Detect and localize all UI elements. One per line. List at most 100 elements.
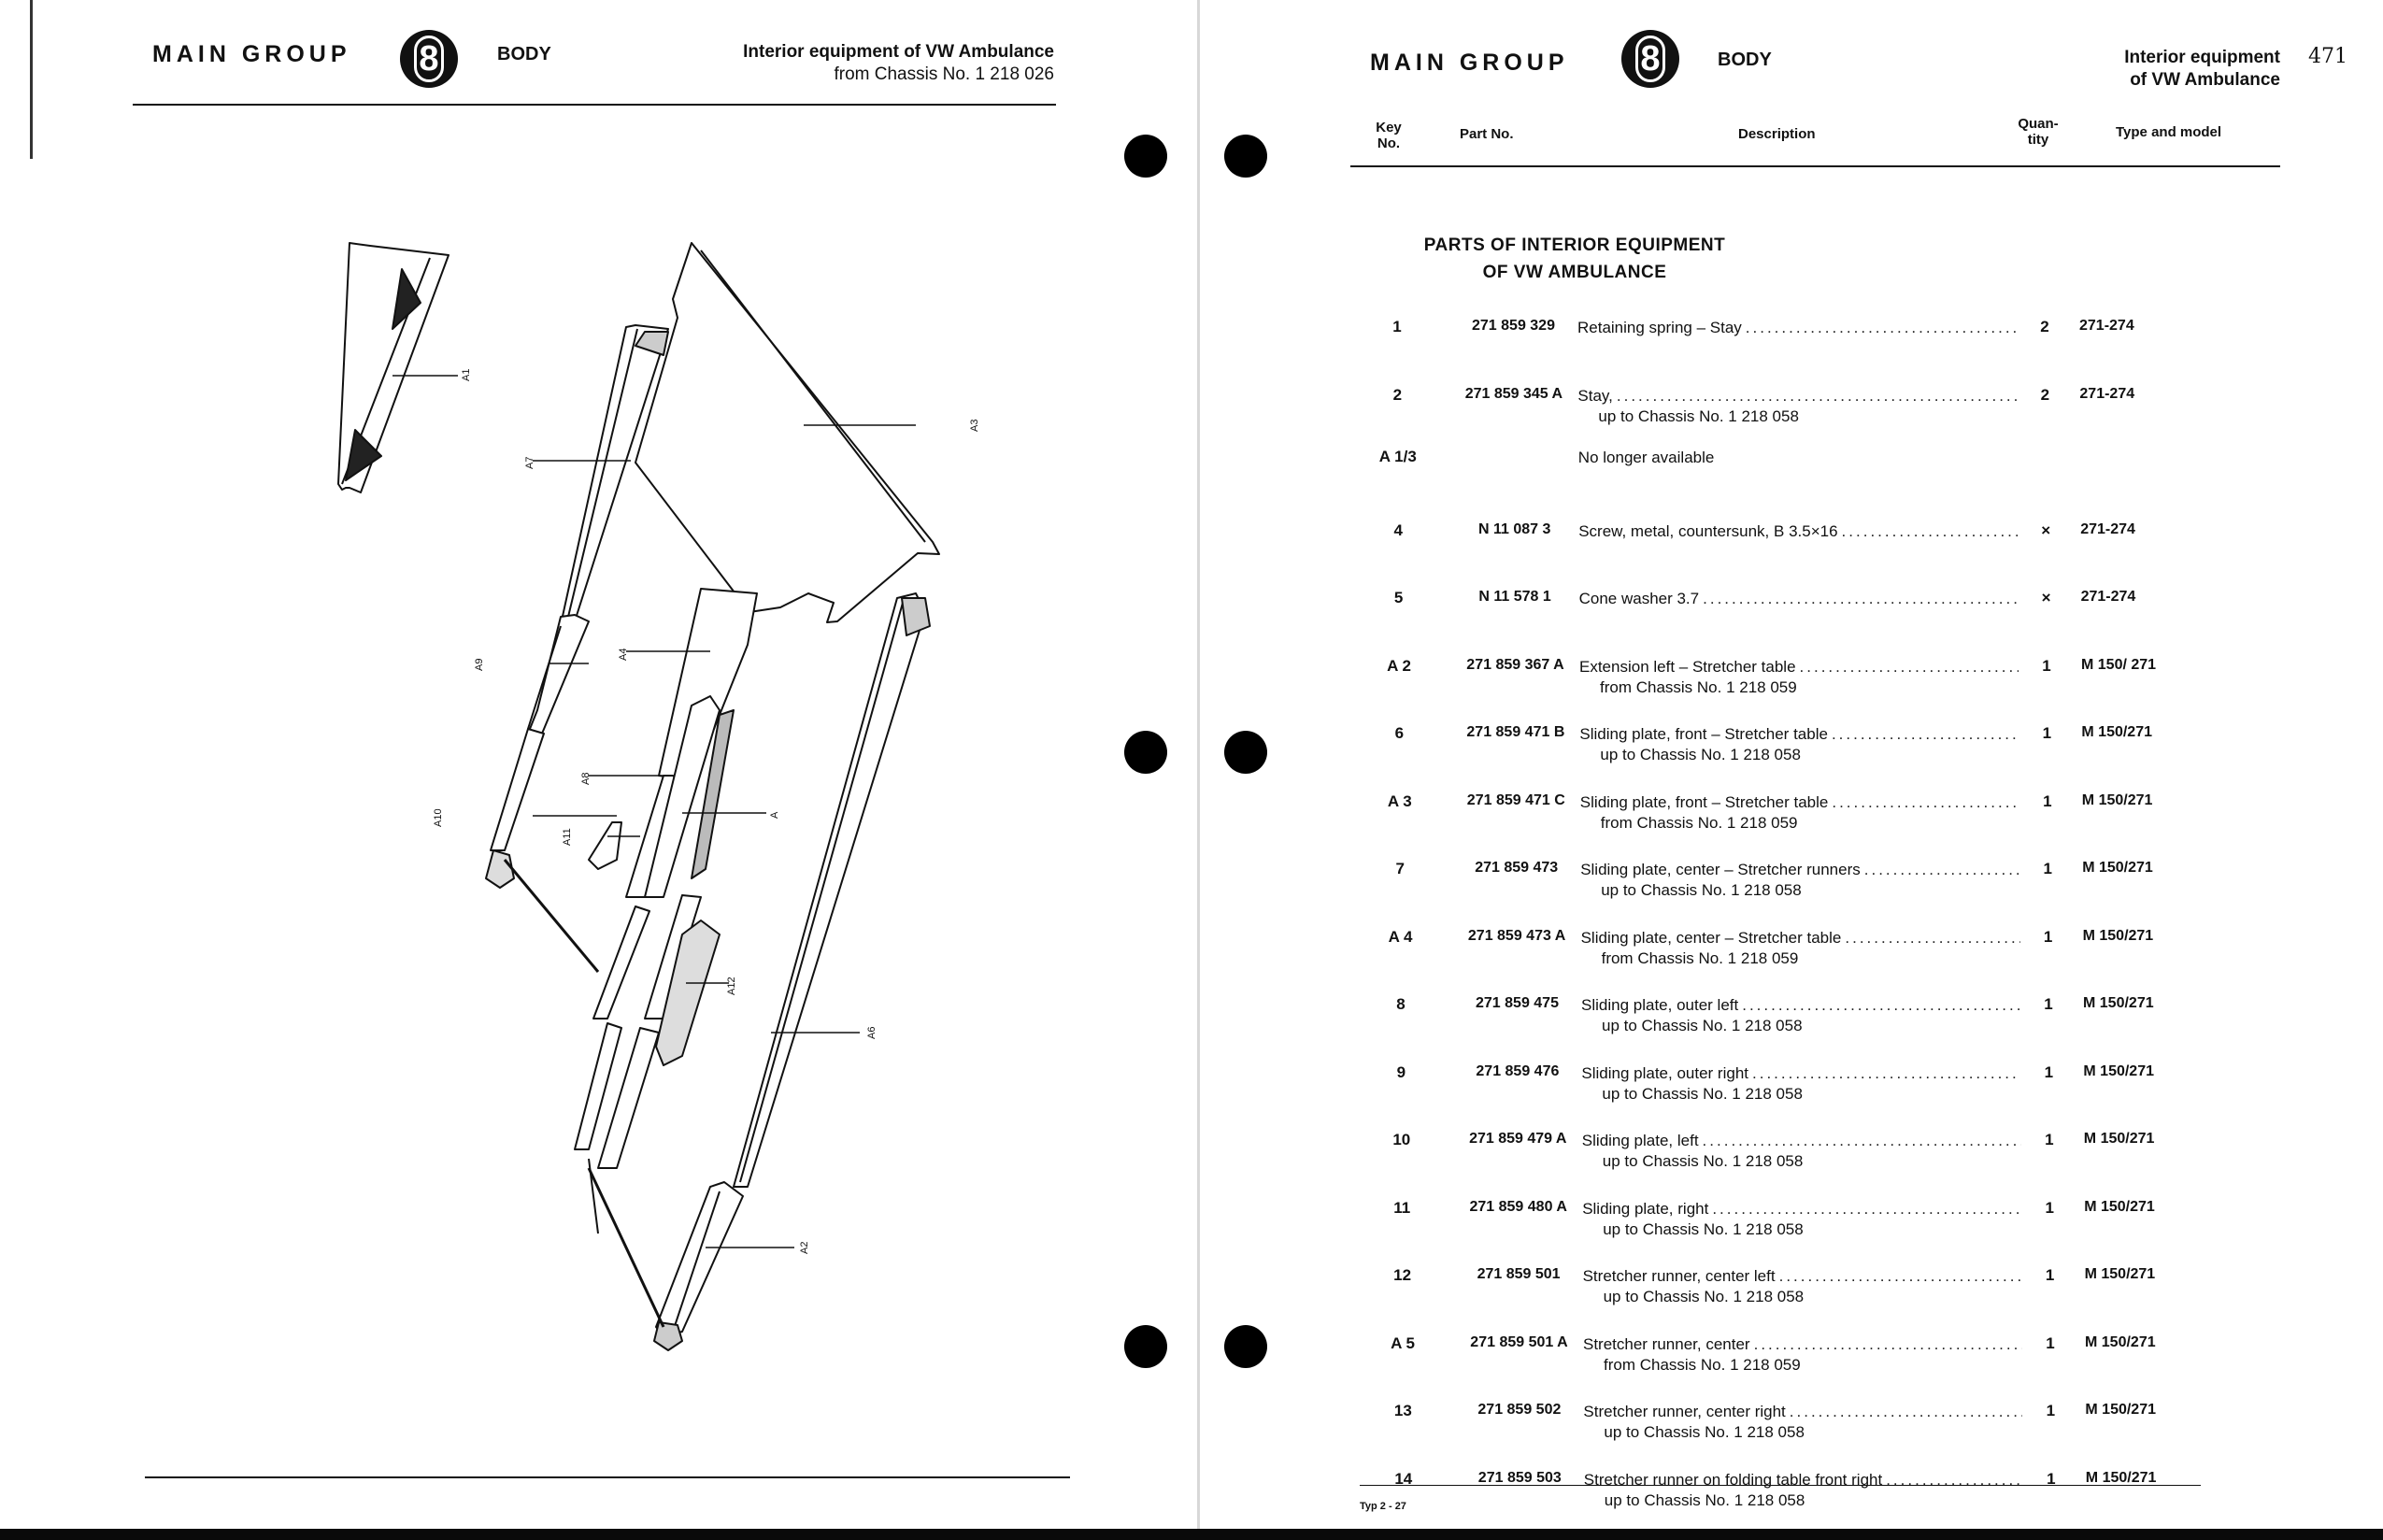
description: Stretcher runner on folding table front …	[1584, 1470, 2023, 1511]
dot-leader: ........................................…	[1832, 793, 2019, 811]
dot-leader: ........................................…	[1845, 929, 2019, 947]
description-text: Stretcher runner, center	[1583, 1335, 1750, 1353]
quantity: 1	[2047, 1470, 2056, 1488]
description-subtext: up to Chassis No. 1 218 058	[1604, 1491, 1805, 1509]
dot-leader: ........................................…	[1616, 387, 2018, 405]
diagram-label: A6	[866, 1027, 878, 1039]
diagram-label: A8	[580, 773, 592, 785]
table-row: A 1/3 No longer available	[1361, 448, 2202, 494]
diagram-label: A2	[799, 1242, 810, 1254]
right-footer-rule	[1360, 1485, 2201, 1486]
part-number: 271 859 471 C	[1466, 792, 1565, 808]
description: Sliding plate, center – Stretcher table.…	[1581, 928, 2020, 969]
description-text: Sliding plate, front – Stretcher table	[1579, 725, 1828, 743]
footer-mark: Typ 2 - 27	[1360, 1501, 1406, 1512]
description: Stay,...................................…	[1577, 386, 2017, 427]
table-header-rule	[1350, 165, 2280, 167]
description-subtext: from Chassis No. 1 218 059	[1601, 949, 1799, 967]
type-model: M 150/271	[2082, 860, 2153, 876]
quantity: ×	[2041, 589, 2051, 606]
dot-leader: ........................................…	[1753, 1335, 2022, 1353]
description: Extension left – Stretcher table........…	[1579, 657, 2019, 698]
left-footer-rule	[145, 1476, 1070, 1478]
right-page	[1201, 0, 2383, 1523]
col-head-part: Part No.	[1460, 126, 1514, 142]
part-number: 271 859 471 B	[1466, 724, 1565, 740]
diagram-label: A10	[433, 808, 444, 827]
description-subtext: up to Chassis No. 1 218 058	[1602, 1017, 1803, 1034]
dot-leader: ........................................…	[1831, 725, 2019, 743]
type-model: 271-274	[2079, 318, 2134, 334]
col-head-type: Type and model	[2116, 124, 2222, 140]
punch-hole	[1124, 135, 1167, 178]
page-spine	[1197, 0, 1200, 1529]
punch-hole	[1224, 731, 1267, 774]
type-model: M 150/271	[2081, 724, 2152, 740]
description-text: Sliding plate, left	[1581, 1132, 1699, 1149]
quantity: 1	[2046, 1402, 2056, 1419]
description-text: Stretcher runner, center right	[1583, 1403, 1786, 1420]
type-model: M 150/271	[2085, 1402, 2156, 1418]
diagram-label: A12	[726, 977, 737, 995]
quantity: ×	[2041, 521, 2051, 539]
quantity: 1	[2044, 995, 2053, 1013]
quantity: 1	[2044, 1063, 2054, 1081]
type-model: M 150/ 271	[2081, 657, 2157, 673]
description: Stretcher runner, center................…	[1583, 1334, 2022, 1376]
quantity: 2	[2040, 386, 2050, 404]
description: Screw, metal, countersunk, B 3.5×16.....…	[1578, 521, 2018, 542]
dot-leader: ........................................…	[1745, 319, 2017, 336]
right-group-badge: 8	[1621, 30, 1679, 88]
key-number: A 4	[1388, 928, 1413, 946]
description-subtext: from Chassis No. 1 218 059	[1604, 1356, 1801, 1374]
quantity: 2	[2040, 318, 2049, 335]
part-number: 271 859 479 A	[1469, 1131, 1567, 1147]
left-header-rule	[133, 104, 1056, 106]
key-number: 4	[1393, 521, 1403, 539]
diagram-label: A7	[524, 457, 535, 469]
diagram-label: A9	[474, 659, 485, 671]
dot-leader: ........................................…	[1778, 1267, 2022, 1285]
table-row: 2 271 859 345 A Stay,.....................…	[1360, 386, 2201, 433]
description-subtext: up to Chassis No. 1 218 058	[1604, 1423, 1805, 1441]
key-number: 14	[1394, 1470, 1413, 1488]
part-number: 271 859 501 A	[1470, 1334, 1568, 1350]
key-number: A 1/3	[1378, 448, 1417, 465]
description-text: Sliding plate, outer left	[1581, 996, 1739, 1014]
key-number: 11	[1393, 1199, 1411, 1217]
part-number: 271 859 345 A	[1464, 386, 1563, 402]
description-text: Sliding plate, front – Stretcher table	[1579, 793, 1829, 811]
dot-leader: ........................................…	[1886, 1471, 2023, 1489]
right-body-label: BODY	[1718, 50, 1772, 70]
part-number: 271 859 475	[1476, 995, 1559, 1011]
description: Stretcher runner, center left...........…	[1583, 1266, 2022, 1307]
dot-leader: ........................................…	[1702, 1132, 2021, 1149]
key-number: 12	[1393, 1266, 1412, 1284]
punch-hole	[1224, 135, 1267, 178]
description: Sliding plate, front – Stretcher table..…	[1579, 724, 2019, 765]
key-number: A 3	[1387, 792, 1412, 810]
type-model: M 150/271	[2084, 1199, 2155, 1215]
quantity: 1	[2045, 1199, 2054, 1217]
description-text: Stretcher runner, center left	[1582, 1267, 1776, 1285]
description-text: Sliding plate, right	[1582, 1200, 1709, 1218]
diagram-label: A3	[969, 420, 980, 432]
description: Cone washer 3.7.........................…	[1579, 589, 2019, 609]
description: No longer available	[1578, 448, 2018, 468]
description-text: Stay,	[1577, 387, 1613, 405]
left-body-label: BODY	[497, 44, 551, 64]
table-row: A 3 271 859 471 C Sliding plate, front – S…	[1363, 792, 2204, 839]
scan-bottom-bar	[0, 1529, 2383, 1540]
dot-leader: ........................................…	[1712, 1200, 2022, 1218]
type-model: M 150/271	[2082, 928, 2154, 944]
left-header-desc: Interior equipment of VW Ambulance from …	[743, 42, 1054, 84]
type-model: 271-274	[2079, 386, 2135, 402]
scan-edge	[30, 0, 33, 159]
description-subtext: up to Chassis No. 1 218 058	[1598, 407, 1799, 425]
